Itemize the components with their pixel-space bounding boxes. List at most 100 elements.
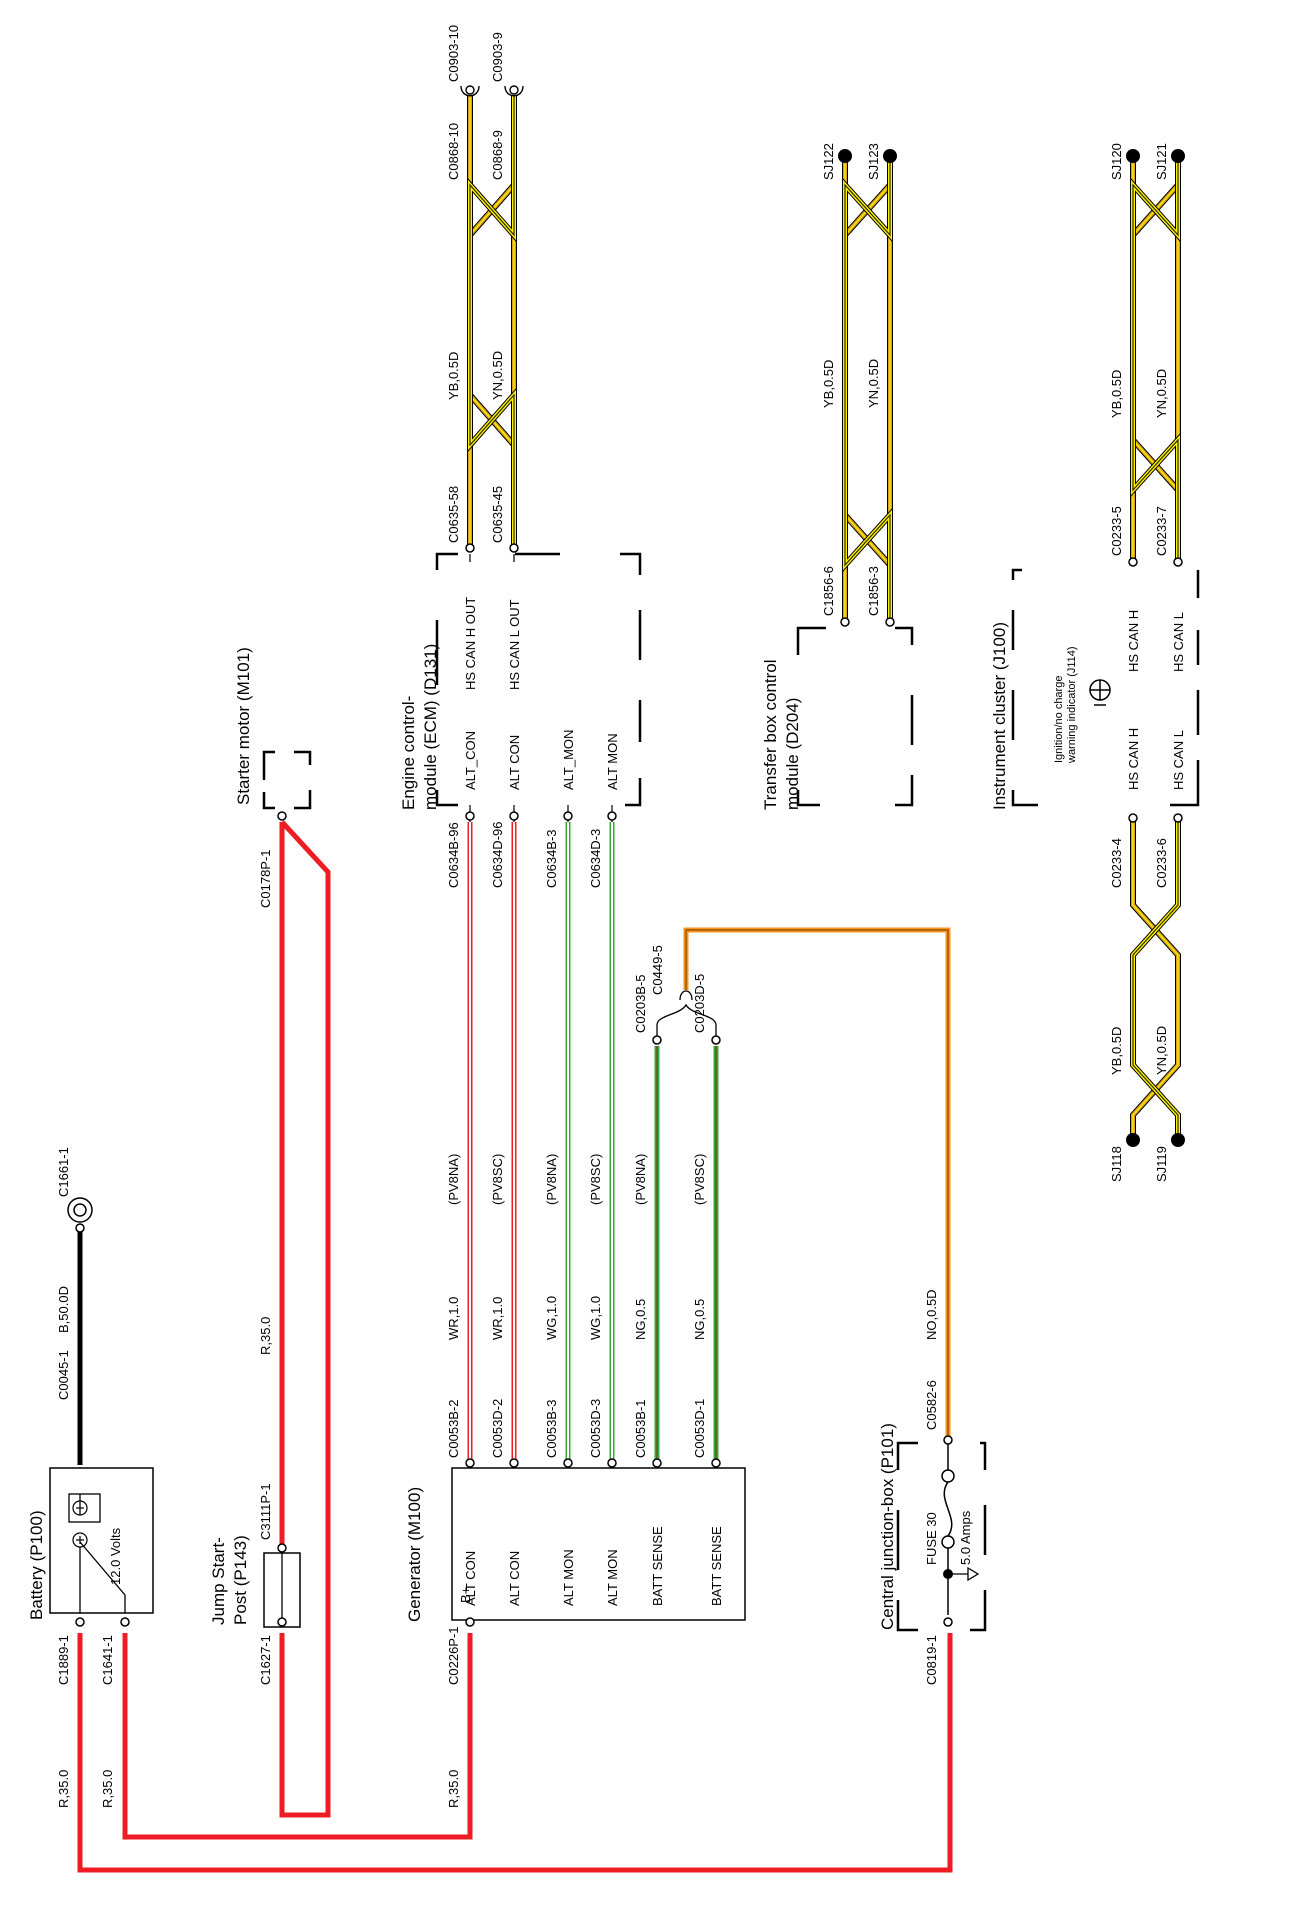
sj122-label: SJ122 [821,143,836,180]
sj123-splice-dot [883,149,897,163]
gen-pin-6: BATT SENSE [709,1526,724,1606]
r35-wire-label-2: R,35.0 [100,1770,115,1808]
generator-signal-wires [467,822,951,1463]
starter-motor-box [262,750,312,810]
c1889-1-label: C1889-1 [56,1635,71,1685]
pair-transfer-box-yn [842,158,893,618]
c0819-1-pin [943,1617,953,1627]
ecm-pin-2: ALT_MON [561,730,576,790]
wire-c1641-to-c0226 [122,1633,473,1840]
c0868-9-label: C0868-9 [490,130,505,180]
cluster-pin-can-h-upper: HS CAN H [1126,610,1141,672]
c0053b-2-label: C0053B-2 [446,1399,461,1458]
cluster-pin-can-l-upper: HS CAN L [1171,612,1186,672]
pv-label-3: (PV8SC) [588,1154,603,1205]
c0053d-1-pin [711,1458,721,1468]
transfer-box-box [796,626,914,807]
connector-pins [67,85,1185,1627]
generator-box [451,1467,746,1621]
ecm-pin-3: ALT MON [605,733,620,790]
c0053d-1-label: C0053D-1 [692,1399,707,1458]
cluster-pin-can-l-lower: HS CAN L [1171,730,1186,790]
c0634d-3-label: C0634D-3 [588,829,603,888]
fuse-30-label: FUSE 30 [924,1512,939,1565]
c0045-1-label: C0045-1 [56,1350,71,1400]
cluster-title: Instrument cluster (J100) [990,622,1009,810]
c0903-10-label: C0903-10 [446,25,461,82]
c0635-58-pin [465,543,475,553]
wire-c1627-to-c0178 [279,820,331,1818]
c0053b-3-pin [563,1458,573,1468]
c0053d-3-pin [607,1458,617,1468]
gen-wire-label-1: WR,1.0 [490,1297,505,1340]
yb-wire-label-4: YB,0.5D [1109,1027,1124,1075]
ecm-box [435,552,642,807]
can-twisted-pairs [467,95,1181,1138]
gen-pin-5: BATT SENSE [650,1526,665,1606]
c0226p-1-pin [465,1617,475,1627]
c1627-1-label: C1627-1 [258,1635,273,1685]
battery-voltage: 12.0 Volts [108,1527,123,1585]
yb-wire-label-1: YB,0.5D [446,352,461,400]
c3111p-1-pin [277,1543,287,1553]
c0634b-3-label: C0634B-3 [544,829,559,888]
pv-label-4: (PV8NA) [633,1154,648,1205]
c0582-6-label: C0582-6 [924,1380,939,1430]
wire-no-orange [683,927,951,1443]
c0053b-2-pin [465,1458,475,1468]
pair-ecm-c0635-yn [467,95,517,545]
c0634d-96-label: C0634D-96 [490,822,505,889]
c0203d-5-label: C0203D-5 [692,974,707,1033]
c0178p-1-pin [277,811,287,821]
c0233-5-label: C0233-5 [1109,506,1124,556]
c0868-9-connector-icon [504,85,524,97]
pair-cluster-bottom-yb [1130,820,1181,1138]
c1641-1-label: C1641-1 [100,1635,115,1685]
c0233-7-pin [1173,557,1183,567]
c0053d-2-label: C0053D-2 [490,1399,505,1458]
c1856-3-label: C1856-3 [866,566,881,616]
c0634b-3-pin [563,811,573,821]
yb-wire-label-3: YB,0.5D [1109,370,1124,418]
sj120-label: SJ120 [1109,143,1124,180]
ecm-pin-leads [469,554,613,822]
sj119-splice-dot [1171,1133,1185,1147]
jump-start-post-box [263,1552,301,1628]
gen-pin-2: ALT CON [507,1551,522,1606]
ecm-pin-1: ALT CON [507,735,522,790]
ecm-can-h: HS CAN H OUT [463,597,478,690]
c0903-9-label: C0903-9 [490,32,505,82]
c0178p-1-label: C0178P-1 [258,849,273,908]
sj120-splice-dot [1126,149,1140,163]
cjb-title: Central junction-box (P101) [878,1423,897,1630]
jump-start-title-1: Jump Start- [209,1537,228,1625]
indicator-label-2: warning indicator (J114) [1066,646,1078,764]
transfer-box-title-2: module (D204) [783,698,802,810]
gen-wire-label-3: WG,1.0 [588,1296,603,1340]
gen-wire-label-2: WG,1.0 [544,1296,559,1340]
pv-label-0: (PV8NA) [446,1154,461,1205]
r35-wire-label-1: R,35.0 [56,1770,71,1808]
c1856-6-label: C1856-6 [821,566,836,616]
c0233-4-label: C0233-4 [1109,838,1124,888]
ground-ring-terminal-icon [67,1197,93,1223]
sj119-label: SJ119 [1154,1146,1169,1182]
c1856-3-pin [885,617,895,627]
c0233-5-pin [1128,557,1138,567]
yn-wire-label-3: YN,0.5D [1154,369,1169,418]
ground-arrow-icon [948,1566,980,1582]
central-junction-box [896,1441,987,1632]
yn-wire-label-1: YN,0.5D [490,351,505,400]
sj122-splice-dot [838,149,852,163]
c3111p-1-label: C3111P-1 [258,1483,273,1540]
c0582-6-pin [943,1435,953,1445]
c0226p-1-label: C0226P-1 [446,1626,461,1685]
c0634b-96-pin [465,811,475,821]
sj121-splice-dot [1171,149,1185,163]
pair-cluster-top-yb [1130,158,1181,560]
c0634b-96-label: C0634B-96 [446,822,461,888]
gen-pin-3: ALT MON [561,1549,576,1606]
b50-wire-label: B,50.0D [56,1286,71,1333]
c0233-7-label: C0233-7 [1154,506,1169,556]
